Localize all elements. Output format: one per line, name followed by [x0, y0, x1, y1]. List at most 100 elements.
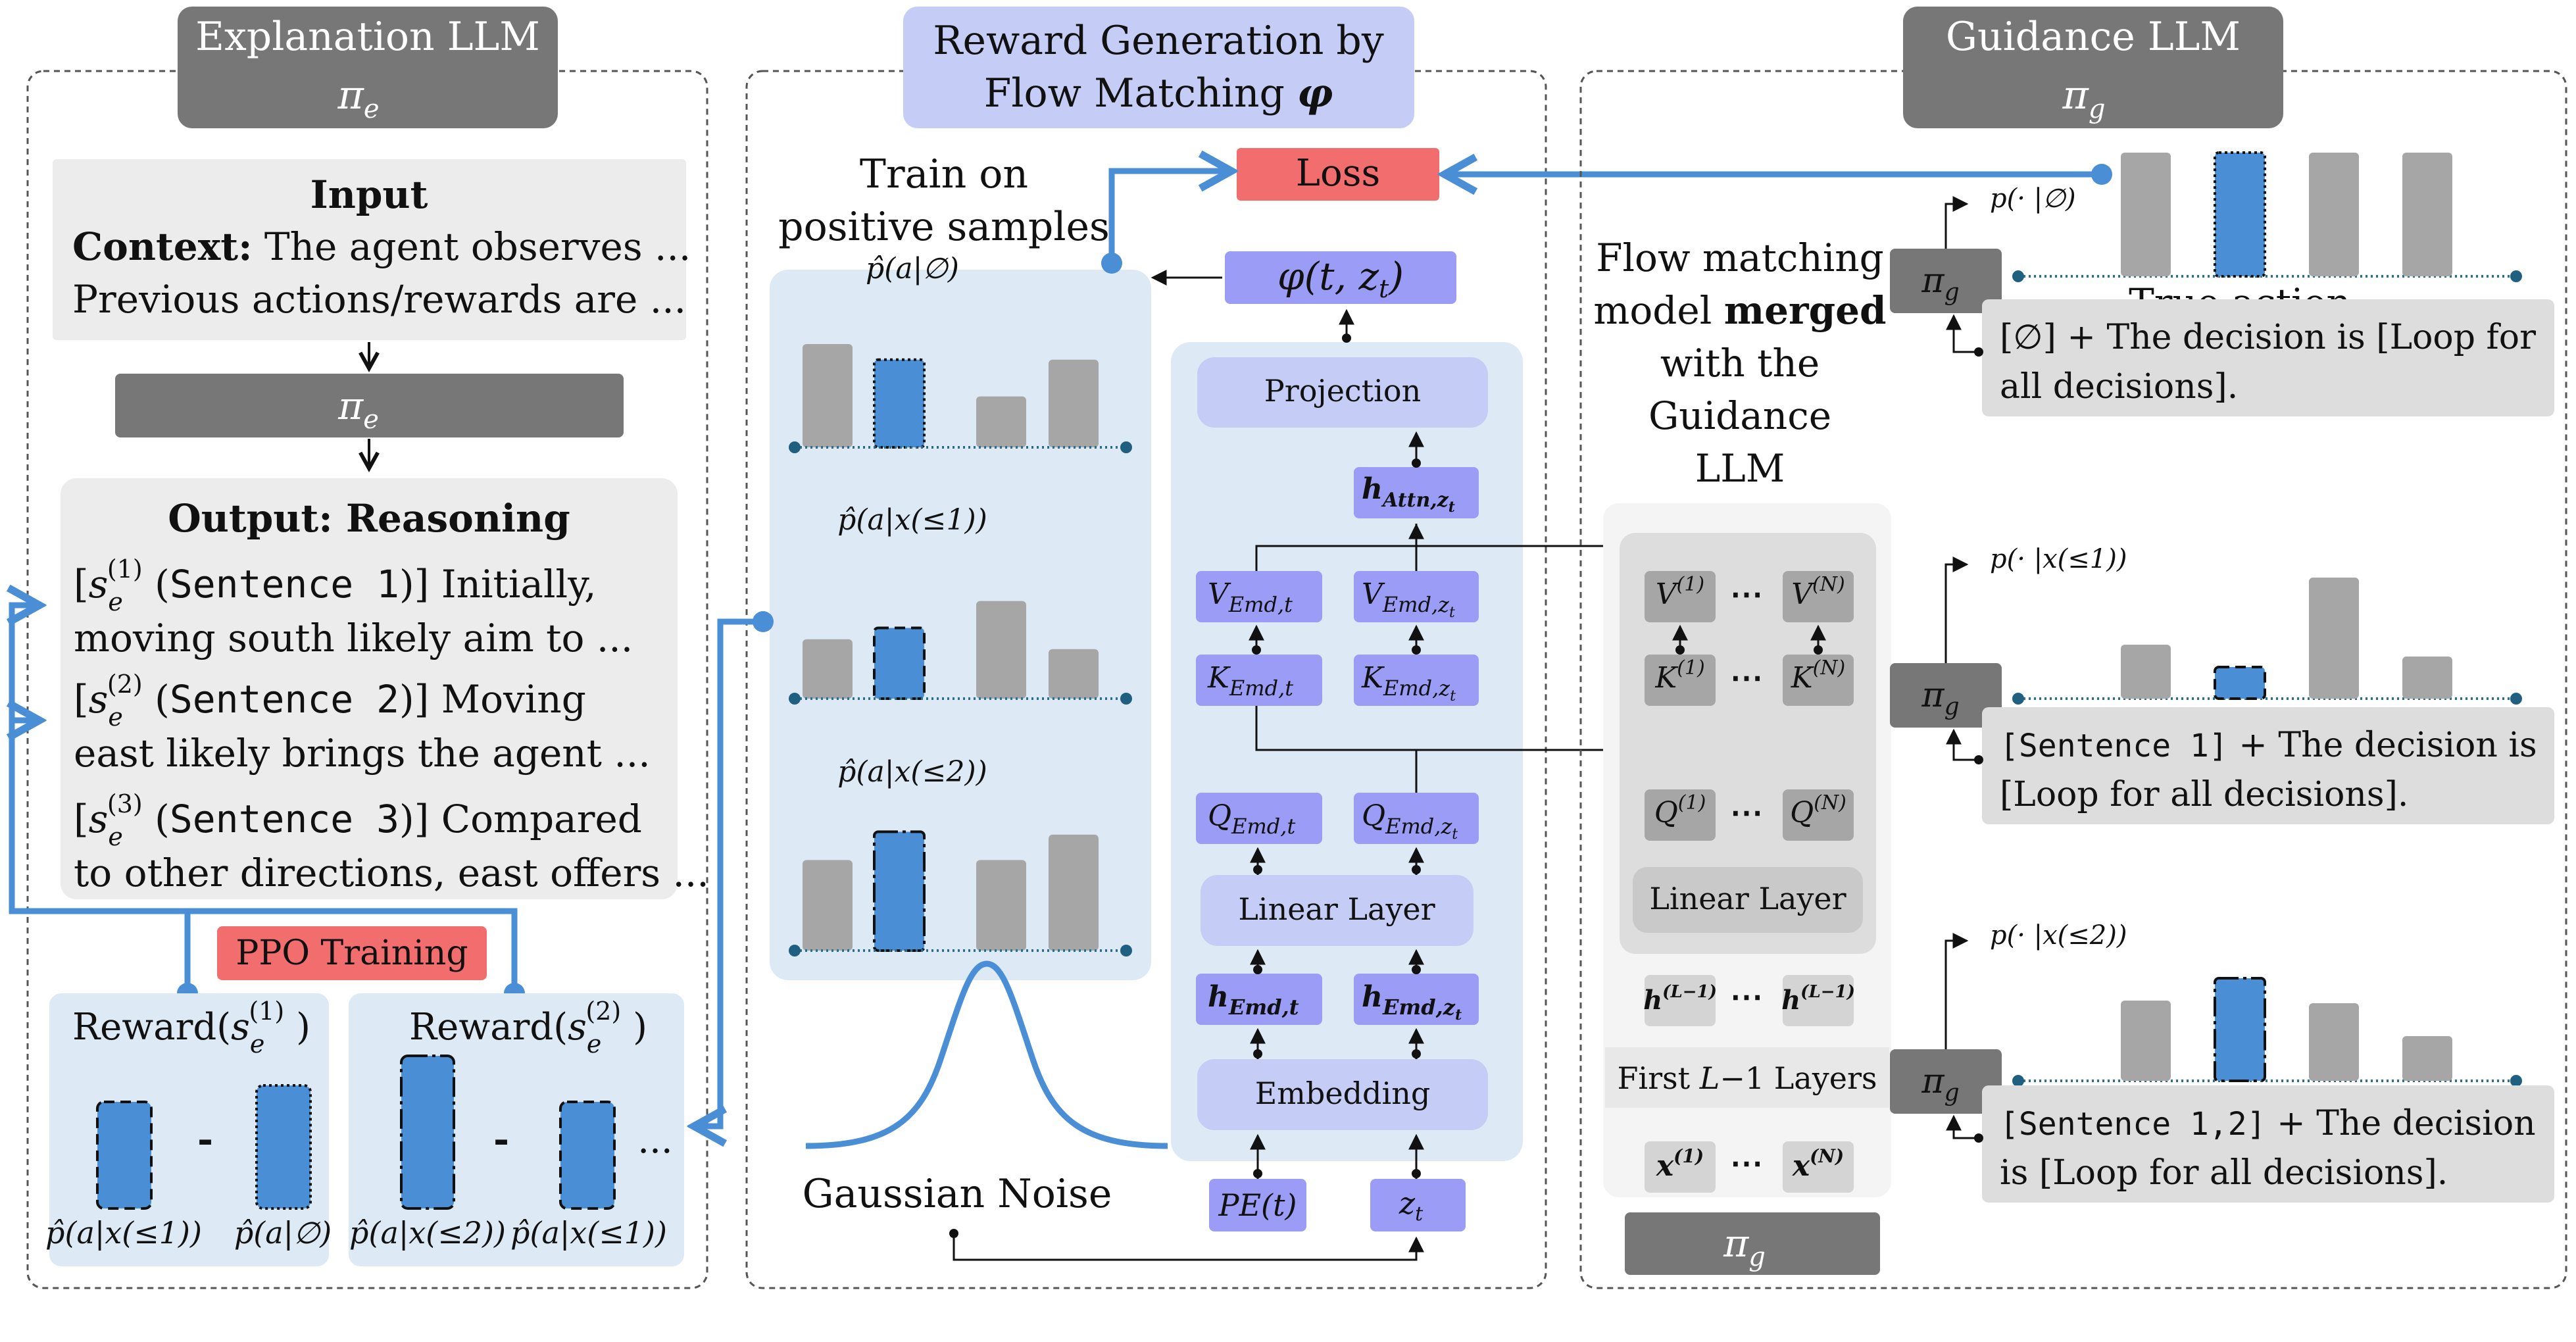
- sample-bar-1: [803, 344, 853, 447]
- reward-1-bar-left: [96, 1101, 153, 1210]
- connector-dot: [1974, 755, 1983, 764]
- reward-1-caption-left: p̂(a|x(≤1)): [45, 1215, 202, 1251]
- stack-h-row: h(L−1) ⋯ h(L−1): [1643, 975, 1855, 1026]
- p-label: p(· |x(≤1)): [1990, 544, 2127, 574]
- reward-2-bar-right: [559, 1101, 616, 1210]
- guidance-llm-panel: Guidance LLM πg Flow matching model merg…: [1579, 7, 2567, 1289]
- flow-matching-header: Reward Generation by Flow Matching φ: [903, 7, 1414, 128]
- train-label-1: Train on: [860, 151, 1028, 197]
- svg-text:...: ...: [637, 1119, 672, 1162]
- svg-text:Flow matching: Flow matching: [1596, 236, 1884, 280]
- training-sample-charts: p̂(a|∅)p̂(a|x(≤1))p̂(a|x(≤2)): [789, 252, 1132, 957]
- guidance-bar-4: [2402, 657, 2452, 699]
- decision-prompt-line-2: is [Loop for all decisions].: [2000, 1153, 2448, 1193]
- projection-layer: Projection: [1197, 357, 1488, 428]
- context-line: Context: The agent observes ...: [72, 224, 691, 269]
- decision-prompt-line-1: [Sentence 1] + The decision is: [2000, 726, 2537, 765]
- svg-text:Guidance: Guidance: [1648, 393, 1831, 438]
- svg-text:⋯: ⋯: [1730, 574, 1763, 613]
- k-emd-t: KEmd,t: [1196, 655, 1322, 706]
- decision-prompt-box: [1982, 1085, 2554, 1203]
- p-label: p(· |∅): [1990, 184, 2076, 214]
- explanation-llm-panel: Explanation LLM πe Input Context: The ag…: [12, 7, 709, 1289]
- svg-text:Gaussian Noise: Gaussian Noise: [803, 1171, 1112, 1217]
- svg-text:Linear Layer: Linear Layer: [1649, 881, 1846, 916]
- previous-line: Previous actions/rewards are ...: [72, 277, 686, 322]
- svg-text:⋯: ⋯: [1730, 658, 1763, 697]
- guidance-bar-2: [2214, 151, 2266, 278]
- svg-text:Guidance LLM: Guidance LLM: [1946, 14, 2241, 60]
- q-emd-zt: QEmd,zt: [1354, 793, 1479, 844]
- pi-e-symbol: πe: [337, 72, 379, 124]
- svg-text:Embedding: Embedding: [1255, 1076, 1431, 1111]
- explanation-llm-title: Explanation LLM: [195, 14, 540, 60]
- sample-bar-1: [803, 860, 853, 951]
- pi-e-box: πe: [115, 374, 624, 437]
- h-emd-zt: hEmd,zt: [1354, 974, 1479, 1025]
- pi-e-box-symbol: πe: [337, 384, 379, 435]
- svg-text:to other directions, east offe: to other directions, east offers ...: [74, 851, 709, 895]
- reward-1-bar-right: [255, 1084, 312, 1210]
- svg-text:Loss: Loss: [1296, 152, 1380, 195]
- explanation-llm-header: Explanation LLM πe: [178, 7, 558, 128]
- gaussian-noise: Gaussian Noise: [803, 960, 1168, 1217]
- loss-connectors: [694, 171, 2102, 1126]
- pi-g-to-p-arrow: [1944, 557, 1969, 663]
- input-box: Input Context: The agent observes ... Pr…: [53, 159, 691, 340]
- axis-dot: [1120, 693, 1132, 705]
- sample-bar-2: [873, 358, 926, 449]
- svg-text:[se(2) (Sentence 2)] Moving: [se(2) (Sentence 2)] Moving: [74, 670, 586, 732]
- stack-x-row: x(1) ⋯ x(N): [1645, 1141, 1854, 1193]
- flow-matching-panel: Reward Generation by Flow Matching φ Tra…: [694, 7, 2112, 1289]
- sample-bar-3: [976, 396, 1026, 447]
- reward-1-panel: Reward(se(1)) - p̂(a|x(≤1)) p̂(a|∅): [45, 993, 332, 1266]
- axis-dot: [789, 441, 801, 453]
- pe-t-box: PE(t): [1209, 1179, 1306, 1231]
- guidance-llm-header: Guidance LLM πg: [1903, 7, 2283, 128]
- pi-g-label: πg: [1921, 261, 1959, 306]
- sample-chart-label: p̂(a|∅): [866, 252, 959, 286]
- svg-text:Q(N): Q(N): [1790, 791, 1846, 830]
- p-label: p(· |x(≤2)): [1990, 920, 2127, 951]
- stack-linear-layer: Linear Layer: [1633, 867, 1863, 933]
- sentence-2: [se(2) (Sentence 2)] Moving east likely …: [74, 670, 651, 776]
- prompt-to-pi-arrow: [1946, 314, 1982, 353]
- axis-dot: [1120, 945, 1132, 957]
- input-title: Input: [310, 172, 428, 217]
- embedding-layer: Embedding: [1197, 1059, 1488, 1130]
- loss-label: Loss: [1237, 148, 1439, 201]
- svg-text:⋯: ⋯: [1730, 1143, 1763, 1182]
- stack-k-row: K(1) ⋯ K(N): [1645, 655, 1854, 706]
- prompt-to-pi-arrow: [1946, 1114, 1982, 1139]
- flow-matching-merged-label: Flow matching model merged with the Guid…: [1593, 236, 1886, 491]
- connector-dot: [1974, 1133, 1983, 1143]
- zt-box: zt: [1370, 1179, 1466, 1231]
- svg-text:Flow Matching φ: Flow Matching φ: [984, 70, 1333, 116]
- noise-to-zt-arrow: [953, 1233, 1424, 1261]
- svg-text:east likely brings the agent .: east likely brings the agent ...: [74, 731, 651, 776]
- phi-output-box: φ(t, zt): [1225, 251, 1456, 304]
- guidance-row-3: πgp(· |x(≤2))True action[Sentence 1,2] +…: [1890, 920, 2554, 1203]
- guidance-bar-1: [2121, 1001, 2171, 1081]
- guidance-bar-2: [2214, 977, 2266, 1082]
- flow-model-block: [1171, 342, 1523, 1161]
- sample-chart-label: p̂(a|x(≤1)): [837, 503, 987, 537]
- sample-bar-2: [873, 830, 926, 953]
- svg-text:⋯: ⋯: [1730, 793, 1763, 832]
- svg-text:PPO Training: PPO Training: [235, 933, 468, 973]
- svg-text:-: -: [197, 1117, 213, 1162]
- sample-chart-1: p̂(a|∅): [789, 252, 1132, 453]
- sentence-3: [se(3) (Sentence 3)] Compared to other d…: [74, 789, 709, 895]
- guidance-output-rows: πgp(· |∅)True action[∅] + The decision i…: [1890, 151, 2554, 1203]
- svg-text:[se(1) (Sentence 1)] Initially: [se(1) (Sentence 1)] Initially,: [74, 555, 597, 616]
- ppo-training-label: PPO Training: [217, 926, 487, 980]
- svg-text:PE(t): PE(t): [1218, 1187, 1297, 1223]
- h-attn-box: hAttn,zt: [1354, 467, 1479, 518]
- axis-dot: [2510, 270, 2522, 282]
- sample-bar-3: [976, 601, 1026, 699]
- q-emd-t: QEmd,t: [1196, 793, 1322, 844]
- sample-bar-1: [803, 639, 853, 699]
- decision-prompt-line-1: [Sentence 1,2] + The decision: [2000, 1104, 2536, 1143]
- reward-2-bar-left: [400, 1055, 455, 1210]
